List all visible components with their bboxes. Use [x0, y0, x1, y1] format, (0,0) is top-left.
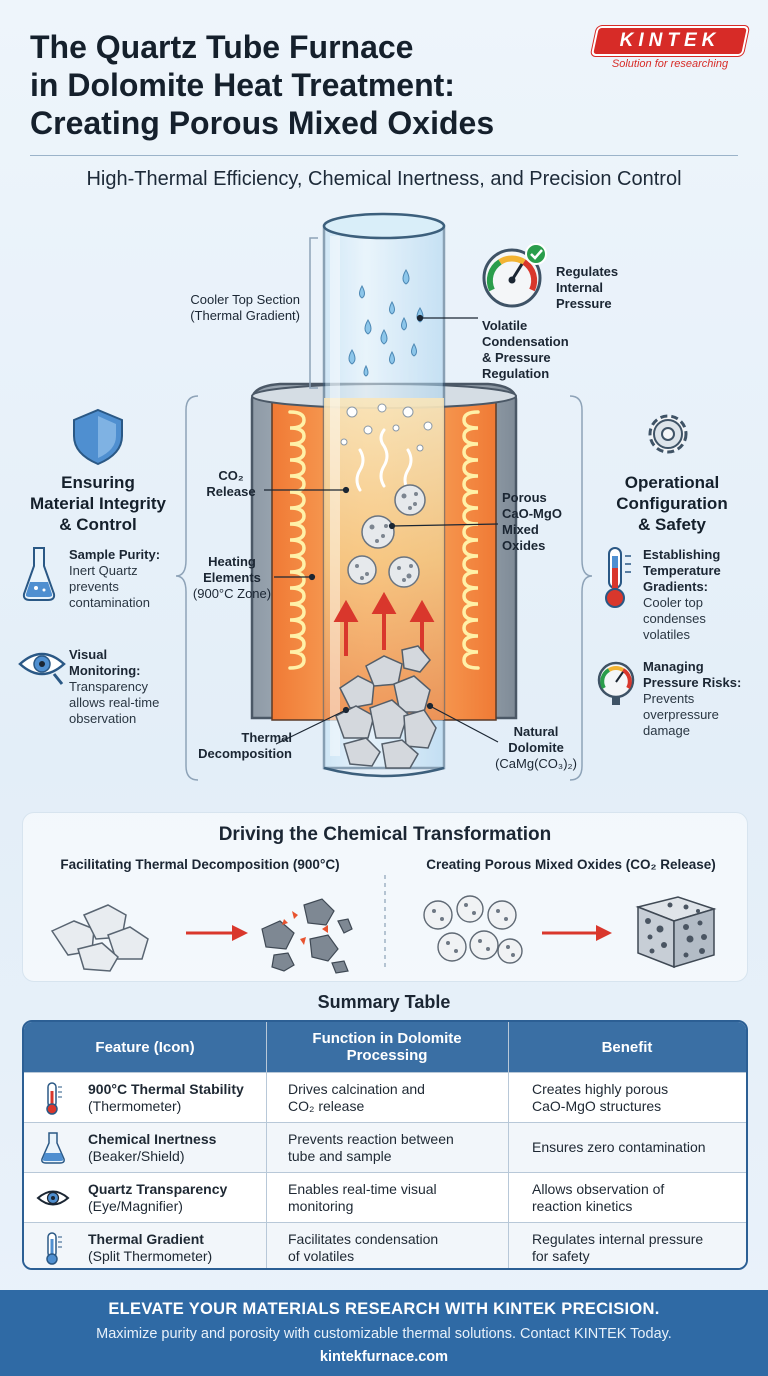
heating-coils [288, 410, 480, 670]
condensation-droplets [348, 269, 424, 377]
porous-cube-pores [645, 902, 707, 958]
decomposed-fragments-icon [261, 898, 353, 974]
feature-temperature-gradients: Establishing Temperature Gradients: Cool… [643, 547, 721, 642]
column-header-feature: Feature (Icon) [95, 1038, 195, 1056]
label-thermal-decomposition: Thermal Decomposition [198, 730, 292, 761]
summary-title: Summary Table [317, 992, 451, 1012]
footer-banner [0, 1290, 768, 1376]
steam-arrows [355, 428, 413, 492]
flask-icon [22, 547, 56, 601]
footer-url-link[interactable]: kintekfurnace.com [319, 1349, 449, 1365]
page-title: The Quartz Tube Furnace in Dolomite Heat… [30, 29, 495, 141]
brackets [175, 237, 593, 781]
page-subtitle: High-Thermal Efficiency, Chemical Inertn… [86, 168, 682, 190]
eye-icon [36, 1190, 70, 1206]
transformation-illustration [50, 875, 717, 974]
pressure-gauge-icon [597, 661, 635, 705]
particle-pores [355, 492, 418, 582]
left-section-title: Ensuring Material Integrity & Control [29, 473, 167, 534]
label-cooler-top: Cooler Top Section (Thermal Gradient) [190, 292, 300, 323]
leader-lines [264, 314, 499, 745]
label-natural-dolomite: Natural Dolomite (CaMg(CO₃)₂) [495, 724, 577, 771]
table-row: Thermal Gradient (Split Thermometer) Fac… [24, 1222, 746, 1268]
table-row: Quartz Transparency (Eye/Magnifier) Enab… [24, 1172, 746, 1222]
column-divider [266, 1022, 267, 1268]
porous-cube-icon [635, 896, 717, 969]
column-header-function: Function in Dolomite Processing [312, 1030, 462, 1064]
label-co2-release: CO₂ Release [206, 468, 256, 499]
heat-sparks [282, 911, 328, 945]
porous-particles-icon [423, 895, 523, 964]
transformation-title: Driving the Chemical Transformation [218, 824, 552, 845]
arrow-icon [186, 925, 248, 941]
heat-arrows [333, 591, 435, 656]
thermometer-icon [46, 1082, 62, 1115]
eye-icon [18, 652, 66, 685]
logo-tagline: Solution for researching [611, 58, 729, 70]
furnace-diagram [18, 212, 688, 781]
feature-pressure-risks: Managing Pressure Risks: Prevents overpr… [643, 659, 742, 738]
transformation-left-caption: Facilitating Thermal Decomposition (900°… [60, 857, 340, 872]
summary-table: Feature (Icon) Function in Dolomite Proc… [22, 1020, 748, 1270]
gear-icon [648, 414, 688, 454]
co2-bubbles [340, 403, 433, 452]
thermometer-icon [605, 547, 631, 608]
table-row: 900°C Thermal Stability (Thermometer) Dr… [24, 1072, 746, 1122]
table-header: Feature (Icon) Function in Dolomite Proc… [24, 1022, 746, 1072]
label-heating-elements: Heating Elements (900°C Zone) [192, 554, 272, 601]
pressure-gauge [482, 243, 547, 308]
right-section-title: Operational Configuration & Safety [616, 473, 728, 534]
header-divider [30, 155, 738, 156]
label-porous-oxides: Porous CaO-MgO Mixed Oxides [502, 490, 562, 553]
label-volatile-condensation: Volatile Condensation & Pressure Regulat… [482, 318, 569, 381]
label-regulates-pressure: Regulates Internal Pressure [556, 264, 619, 311]
transformation-right-caption: Creating Porous Mixed Oxides (CO₂ Releas… [426, 857, 716, 872]
logo-text: KINTEK [619, 30, 721, 51]
intact-dolomite-icon [50, 904, 149, 972]
footer-headline: ELEVATE YOUR MATERIALS RESEARCH WITH KIN… [108, 1300, 660, 1318]
column-divider [508, 1022, 509, 1268]
footer-body: Maximize purity and porosity with custom… [96, 1326, 672, 1342]
feature-visual-monitoring: Visual Monitoring: Transparency allows r… [69, 647, 160, 726]
feature-sample-purity: Sample Purity: Inert Quartz prevents con… [69, 547, 161, 610]
dolomite-rocks [335, 645, 437, 769]
table-row: Chemical Inertness (Beaker/Shield) Preve… [24, 1122, 746, 1172]
arrow-icon-2 [542, 925, 612, 941]
beaker-icon [41, 1132, 65, 1164]
shield-icon [73, 408, 123, 466]
split-thermometer-icon [46, 1232, 62, 1265]
column-header-benefit: Benefit [601, 1038, 653, 1056]
porous-particles-pores [432, 903, 515, 957]
